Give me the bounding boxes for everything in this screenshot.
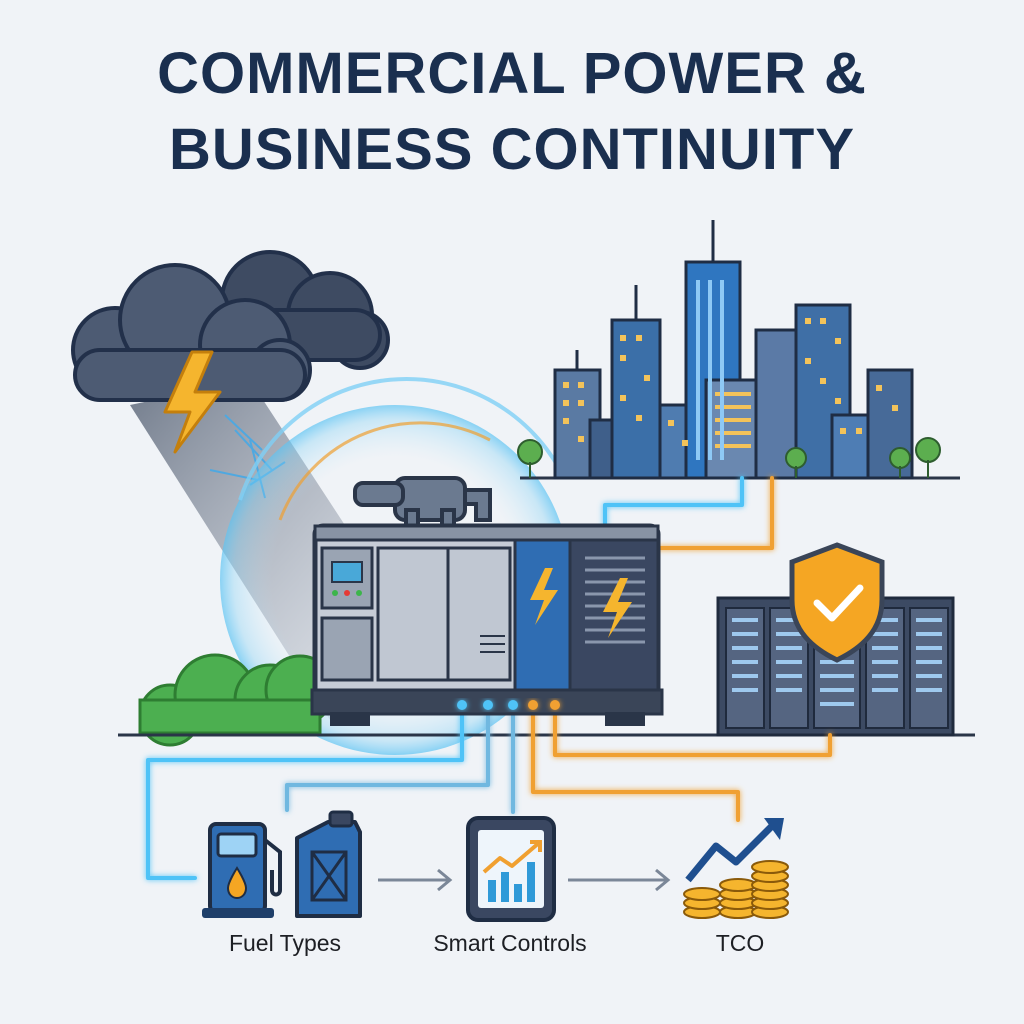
lightning-bolt-icon bbox=[163, 350, 222, 454]
coins-growth-icon bbox=[683, 818, 789, 919]
bushes bbox=[138, 653, 336, 747]
arrow-fuel-to-controls bbox=[378, 868, 453, 892]
line-jerrycan-blue bbox=[285, 703, 490, 812]
line-servers-orange bbox=[553, 703, 832, 757]
city-skyline-icon bbox=[553, 220, 914, 480]
generator-bolt-icon bbox=[530, 568, 558, 625]
exhaust-pipe bbox=[353, 476, 492, 530]
label-smart-controls: Smart Controls bbox=[433, 930, 587, 956]
title-line-1: COMMERCIAL POWER & bbox=[157, 41, 867, 106]
jerrycan-icon bbox=[295, 810, 362, 918]
line-tco-orange bbox=[531, 703, 740, 822]
generator-bolt-icon bbox=[603, 578, 632, 638]
label-fuel-types: Fuel Types bbox=[228, 930, 342, 956]
line-city-blue bbox=[603, 476, 744, 530]
glow-arc-orange bbox=[278, 421, 491, 521]
title-line-2: BUSINESS CONTINUITY bbox=[168, 117, 856, 182]
storm-cloud-icon bbox=[71, 250, 390, 499]
trees bbox=[517, 437, 941, 478]
arrow-controls-to-tco bbox=[568, 868, 671, 892]
shield-check-icon bbox=[789, 542, 885, 663]
tablet-chart-icon bbox=[466, 816, 556, 922]
page-title: COMMERCIAL POWER & BUSINESS CONTINUITY bbox=[0, 36, 1024, 188]
glow-arc-blue bbox=[238, 376, 562, 501]
line-city-orange bbox=[653, 476, 774, 550]
label-tco: TCO bbox=[715, 930, 765, 956]
generator-icon bbox=[310, 476, 664, 726]
fuel-pump-icon bbox=[202, 822, 282, 918]
line-fuel-blue bbox=[146, 703, 464, 880]
